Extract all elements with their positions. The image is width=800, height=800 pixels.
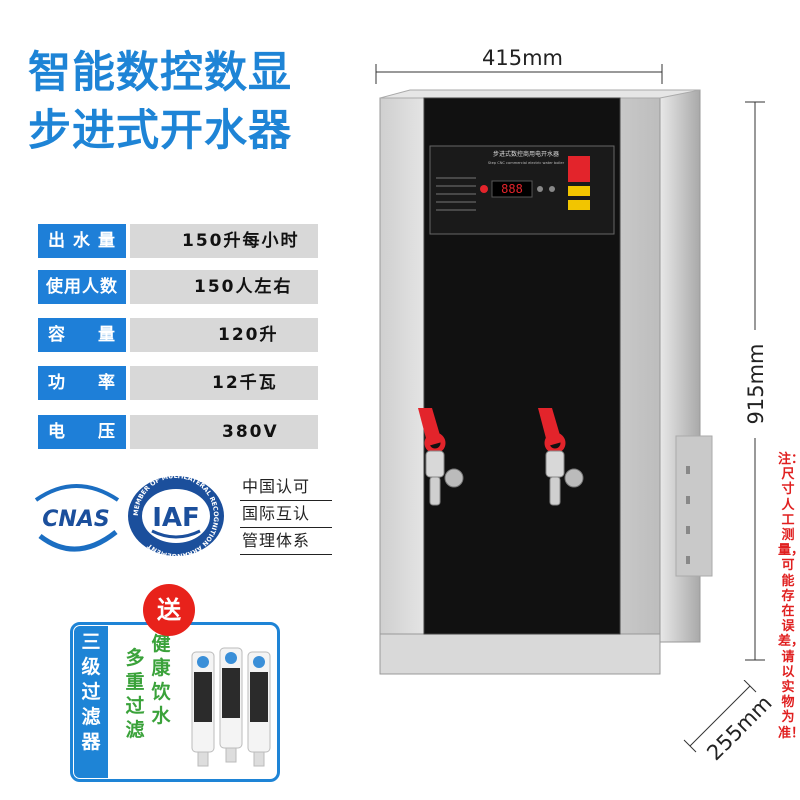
spec-row-voltage: 电压 380V bbox=[38, 415, 318, 449]
headline-line-2: 步进式开水器 bbox=[28, 106, 292, 156]
cert-line: 中国认可 bbox=[240, 474, 332, 501]
spec-value: 150升每小时 bbox=[130, 224, 318, 258]
filter-cartridge bbox=[191, 651, 215, 767]
cnas-logo-text: CNAS bbox=[42, 507, 109, 532]
panel-title: 步进式数控商用电开水器 bbox=[493, 150, 559, 158]
faucet-left-icon bbox=[418, 408, 464, 506]
gift-badge: 送 bbox=[143, 584, 195, 636]
filter-cartridge bbox=[219, 647, 243, 763]
filter-cartridge bbox=[247, 651, 271, 767]
spec-label: 使用人数 bbox=[38, 270, 126, 304]
spec-value: 150人左右 bbox=[130, 270, 318, 304]
feature-multi-filter: 多重过滤 bbox=[125, 647, 145, 741]
width-dimension bbox=[375, 64, 663, 84]
spec-row-output: 出水量 150升每小时 bbox=[38, 224, 318, 258]
cert-line: 国际互认 bbox=[240, 501, 332, 528]
spec-label: 电压 bbox=[38, 415, 126, 449]
spec-value: 120升 bbox=[130, 318, 318, 352]
certification-text: 中国认可 国际互认 管理体系 bbox=[240, 474, 332, 555]
spec-label: 出水量 bbox=[38, 224, 126, 258]
spec-value: 12千瓦 bbox=[130, 366, 318, 400]
spec-row-capacity: 容量 120升 bbox=[38, 318, 318, 352]
water-boiler-image: 步进式数控商用电开水器 Step CNC commercial electric… bbox=[379, 89, 713, 675]
feature-healthy-water: 健康饮水 bbox=[151, 633, 171, 727]
width-label: 415mm bbox=[478, 46, 567, 70]
spec-row-power: 功率 12千瓦 bbox=[38, 366, 318, 400]
power-button-icon bbox=[480, 185, 488, 193]
filter-tag: 三级过滤器 bbox=[74, 626, 108, 778]
headline: 智能数控数显 步进式开水器 bbox=[28, 44, 292, 160]
panel-display: 888 bbox=[501, 182, 523, 196]
filter-tag-text: 三级过滤器 bbox=[81, 631, 101, 753]
cnas-logo: CNAS bbox=[34, 484, 120, 552]
panel-subtitle: Step CNC commercial electric water boile… bbox=[488, 161, 565, 165]
iaf-logo: MEMBER OF MULTILATERAL RECOGNITION ARRAN… bbox=[128, 473, 224, 559]
spec-row-users: 使用人数 150人左右 bbox=[38, 270, 318, 304]
warning-label-icon bbox=[568, 156, 590, 182]
iaf-logo-text: IAF bbox=[152, 503, 200, 533]
spec-value: 380V bbox=[130, 415, 318, 449]
headline-line-1: 智能数控数显 bbox=[28, 48, 292, 98]
spec-label: 容量 bbox=[38, 318, 126, 352]
measurement-note: 注：尺寸人工测量，可能存在误差，请以实物为准！ bbox=[778, 452, 800, 741]
filter-cartridges-image bbox=[191, 647, 271, 767]
depth-dimension bbox=[683, 680, 757, 753]
faucet-right-icon bbox=[538, 408, 584, 506]
cert-line: 管理体系 bbox=[240, 528, 332, 555]
height-label: 915mm bbox=[744, 330, 768, 438]
spec-label: 功率 bbox=[38, 366, 126, 400]
